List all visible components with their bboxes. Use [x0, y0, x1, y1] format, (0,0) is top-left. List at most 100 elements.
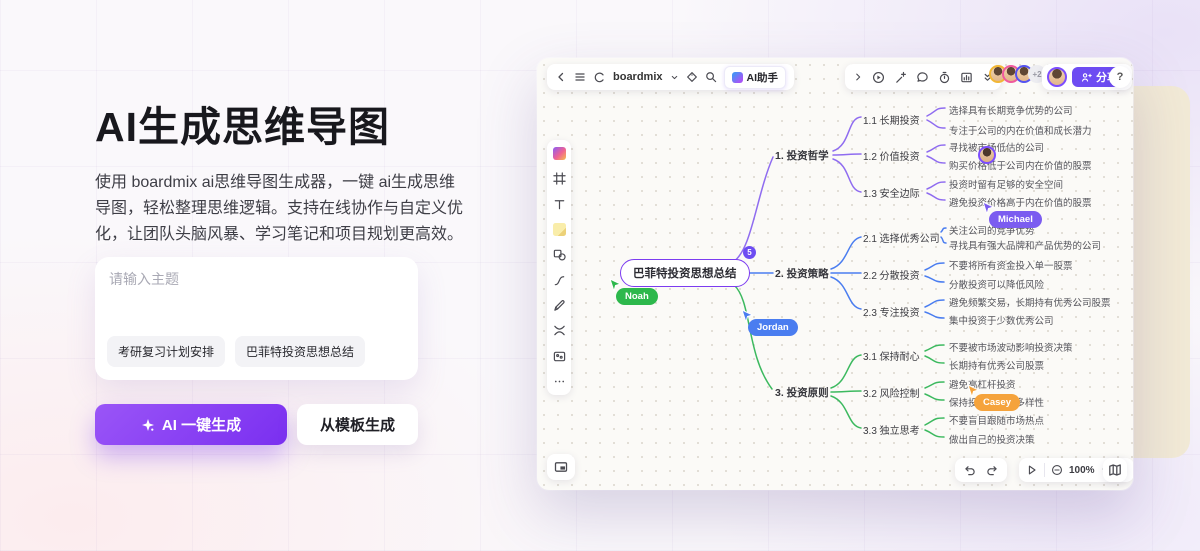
timer-icon[interactable] [938, 71, 951, 84]
connector-tool-icon[interactable] [553, 274, 566, 287]
chart-icon[interactable] [960, 71, 973, 84]
comment-icon[interactable] [916, 71, 929, 84]
leaf-node[interactable]: 购买价格低于公司内在价值的股票 [949, 161, 1092, 172]
sticky-note-tool-icon[interactable] [552, 222, 566, 236]
leaf-node[interactable]: 避免投资价格高于内在价值的股票 [949, 198, 1092, 209]
cursor-label: Michael [989, 211, 1042, 228]
suggestion-chip-exam-plan[interactable]: 考研复习计划安排 [107, 336, 226, 367]
child-node[interactable]: 2.3 专注投资 [863, 308, 920, 319]
select-tool-icon[interactable] [552, 147, 566, 160]
template-generate-button[interactable]: 从模板生成 [297, 404, 418, 445]
mindmap-tool-icon[interactable] [553, 324, 566, 337]
minimap-button[interactable] [1103, 458, 1127, 482]
suggestion-chips: 考研复习计划安排 巴菲特投资思想总结 [107, 336, 366, 367]
leaf-node[interactable]: 不要被市场波动影响投资决策 [949, 343, 1073, 354]
leaf-node[interactable]: 集中投资于少数优秀公司 [949, 316, 1054, 327]
ai-generate-button[interactable]: AI 一键生成 [95, 404, 287, 445]
zoom-level[interactable]: 100% [1069, 464, 1095, 476]
zoom-out-icon[interactable] [1051, 464, 1063, 476]
media-tool-icon[interactable] [553, 350, 566, 363]
cursor-arrow-icon [967, 384, 980, 399]
child-node[interactable]: 3.3 独立思考 [863, 426, 920, 437]
ai-logo-icon [731, 71, 743, 83]
topic-input-card: 考研复习计划安排 巴菲特投资思想总结 [95, 257, 418, 380]
cursor-noah: Noah [608, 278, 658, 305]
avatar-overflow[interactable]: +2 [1028, 65, 1046, 83]
collaborator-avatars: +2 [989, 65, 1046, 83]
child-node[interactable]: 1.3 安全边际 [863, 189, 920, 200]
suggestion-chip-buffett[interactable]: 巴菲特投资思想总结 [235, 336, 366, 367]
child-node[interactable]: 1.1 长期投资 [863, 116, 920, 127]
cursor-arrow-icon [609, 278, 622, 293]
leaf-node[interactable]: 选择具有长期竞争优势的公司 [949, 106, 1073, 117]
child-node[interactable]: 1.2 价值投资 [863, 152, 920, 163]
leaf-node[interactable]: 关注公司的竞争优势 [949, 226, 1035, 237]
cursor-label: Jordan [748, 319, 798, 336]
leaf-node[interactable]: 投资时留有足够的安全空间 [949, 180, 1064, 191]
expand-icon[interactable] [853, 72, 863, 82]
tag-icon[interactable] [686, 71, 698, 83]
child-node[interactable]: 3.2 风险控制 [863, 389, 920, 400]
menu-icon[interactable] [574, 71, 586, 83]
leaf-node[interactable]: 专注于公司的内在价值和成长潜力 [949, 126, 1092, 137]
more-tools-icon[interactable] [553, 375, 566, 388]
minimap-icon [1109, 464, 1121, 476]
page-description: 使用 boardmix ai思维导图生成器，一键 ai生成思维导图，轻松整理思维… [95, 174, 464, 243]
search-icon[interactable] [705, 71, 717, 83]
toolbar-top-right [845, 64, 1001, 90]
cursor-arrow-icon [741, 309, 754, 324]
back-icon[interactable] [555, 71, 567, 83]
present-play-icon[interactable] [872, 71, 885, 84]
redo-icon[interactable] [986, 464, 999, 477]
cta-buttons: AI 一键生成 从模板生成 [95, 404, 418, 445]
divider [1044, 463, 1045, 477]
ai-assistant-button[interactable]: AI助手 [723, 65, 787, 89]
leaf-node[interactable]: 寻找具有强大品牌和产品优势的公司 [949, 241, 1102, 252]
cursor-michael: Michael [981, 201, 1042, 228]
leaf-node[interactable]: 不要将所有资金投入单一股票 [949, 261, 1073, 272]
notification-badge: 5 [743, 246, 756, 259]
leaf-node[interactable]: 分散投资可以降低风险 [949, 280, 1045, 291]
file-name[interactable]: boardmix [613, 71, 663, 83]
page-title: AI生成思维导图 [95, 104, 390, 150]
tool-palette [547, 140, 571, 395]
topic-input[interactable] [109, 269, 401, 329]
presentation-mode-button[interactable] [547, 454, 575, 480]
mindmap-central-node[interactable]: 巴菲特投资思想总结 [620, 259, 750, 287]
branch-node[interactable]: 3. 投资原则 [775, 387, 829, 399]
laser-pointer-icon[interactable] [894, 71, 907, 84]
help-button[interactable]: ? [1109, 66, 1131, 88]
current-user-avatar[interactable] [1047, 67, 1067, 87]
screen-icon [554, 462, 568, 472]
branch-node[interactable]: 1. 投资哲学 [775, 150, 829, 162]
text-tool-icon[interactable] [553, 198, 566, 211]
cursor-casey: Casey [966, 384, 1020, 411]
cursor-label: Casey [974, 394, 1020, 411]
child-node[interactable]: 2.2 分散投资 [863, 271, 920, 282]
pointer-icon[interactable] [1026, 464, 1038, 476]
leaf-node[interactable]: 寻找被市场低估的公司 [949, 143, 1045, 154]
leaf-node[interactable]: 长期持有优秀公司股票 [949, 361, 1045, 372]
leaf-node[interactable]: 避免高杠杆投资 [949, 380, 1016, 391]
cursor-label: Noah [616, 288, 658, 305]
leaf-node[interactable]: 做出自己的投资决策 [949, 435, 1035, 446]
undo-icon[interactable] [963, 464, 976, 477]
leaf-node[interactable]: 避免频繁交易，长期持有优秀公司股票 [949, 298, 1111, 309]
shapes-tool-icon[interactable] [553, 248, 566, 261]
child-node[interactable]: 2.1 选择优秀公司 [863, 234, 940, 245]
sparkle-icon [141, 418, 154, 431]
leaf-node[interactable]: 不要盲目跟随市场热点 [949, 416, 1045, 427]
toolbar-top-left: boardmix AI助手 [547, 64, 795, 90]
mindmap-connectors [732, 107, 947, 438]
hero-section: AI生成思维导图 使用 boardmix ai思维导图生成器，一键 ai生成思维… [95, 93, 467, 248]
history-controls [955, 458, 1007, 482]
boardmix-app-window[interactable]: 巴菲特投资思想总结 5 1. 投资哲学 2. 投资策略 3. 投资原则 1.1 … [537, 58, 1133, 490]
branch-node[interactable]: 2. 投资策略 [775, 268, 829, 280]
share-person-icon [1082, 72, 1092, 82]
collaborator-avatar [978, 146, 996, 164]
chevron-down-icon[interactable] [670, 73, 679, 82]
pen-tool-icon[interactable] [553, 299, 566, 312]
boardmix-logo-icon [594, 72, 604, 82]
frame-tool-icon[interactable] [552, 172, 566, 186]
child-node[interactable]: 3.1 保持耐心 [863, 352, 920, 363]
